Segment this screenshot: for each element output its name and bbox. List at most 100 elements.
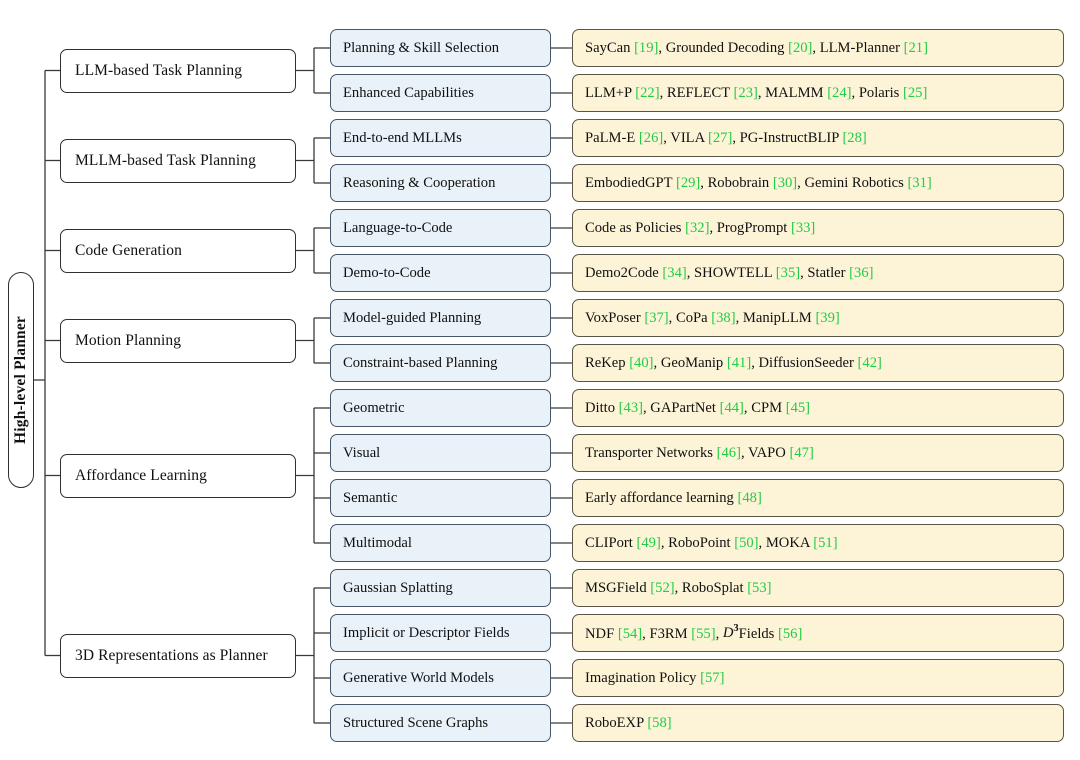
citation-ref[interactable]: [51] bbox=[813, 534, 838, 551]
citation-ref[interactable]: [21] bbox=[903, 39, 928, 56]
branch-node-mllm-based-task-planning[interactable]: MLLM-based Task Planning bbox=[60, 138, 296, 183]
citation-ref[interactable]: [35] bbox=[775, 264, 801, 281]
category-node-semantic[interactable]: Semantic bbox=[330, 479, 551, 517]
methods-node-model-guided-planning[interactable]: VoxPoser [37], CoPa [38], ManipLLM [39] bbox=[572, 299, 1064, 337]
category-node-planning-skill-selection[interactable]: Planning & Skill Selection bbox=[330, 29, 551, 67]
citation-ref[interactable]: [42] bbox=[857, 354, 882, 371]
methods-node-semantic[interactable]: Early affordance learning [48] bbox=[572, 479, 1064, 517]
methods-node-constraint-based-planning[interactable]: ReKep [40], GeoManip [41], DiffusionSeed… bbox=[572, 344, 1064, 382]
citation-ref[interactable]: [58] bbox=[647, 714, 672, 731]
citation-ref[interactable]: [24] bbox=[827, 84, 852, 101]
methods-node-label: Early affordance learning [48] bbox=[585, 489, 762, 506]
methods-node-label: Transporter Networks [46], VAPO [47] bbox=[585, 444, 814, 461]
citation-ref[interactable]: [30] bbox=[772, 174, 798, 191]
methods-node-language-to-code[interactable]: Code as Policies [32], ProgPrompt [33] bbox=[572, 209, 1064, 247]
citation-ref[interactable]: [54] bbox=[617, 625, 643, 642]
branch-node-affordance-learning[interactable]: Affordance Learning bbox=[60, 453, 296, 498]
citation-ref[interactable]: [22] bbox=[635, 84, 660, 101]
category-node-structured-scene-graphs[interactable]: Structured Scene Graphs bbox=[330, 704, 551, 742]
citation-ref[interactable]: [25] bbox=[903, 84, 928, 101]
citation-ref[interactable]: [28] bbox=[842, 129, 867, 146]
methods-node-enhanced-capabilities[interactable]: LLM+P [22], REFLECT [23], MALMM [24], Po… bbox=[572, 74, 1064, 112]
citation-ref[interactable]: [20] bbox=[788, 39, 813, 56]
citation-ref[interactable]: [39] bbox=[815, 309, 840, 326]
category-node-gaussian-splatting[interactable]: Gaussian Splatting bbox=[330, 569, 551, 607]
category-node-label: Geometric bbox=[343, 399, 405, 416]
category-node-label: Structured Scene Graphs bbox=[343, 714, 489, 731]
category-node-generative-world-models[interactable]: Generative World Models bbox=[330, 659, 551, 697]
branch-node-label: 3D Representations as Planner bbox=[75, 646, 268, 664]
category-node-label: Demo-to-Code bbox=[343, 264, 431, 281]
methods-node-visual[interactable]: Transporter Networks [46], VAPO [47] bbox=[572, 434, 1064, 472]
category-node-label: End-to-end MLLMs bbox=[343, 129, 462, 146]
methods-node-multimodal[interactable]: CLIPort [49], RoboPoint [50], MOKA [51] bbox=[572, 524, 1064, 562]
branch-node-code-generation[interactable]: Code Generation bbox=[60, 228, 296, 273]
branch-node-3d-representations-as-planner[interactable]: 3D Representations as Planner bbox=[60, 633, 296, 678]
citation-ref[interactable]: [31] bbox=[907, 174, 932, 191]
citation-ref[interactable]: [23] bbox=[733, 84, 758, 101]
methods-node-label: CLIPort [49], RoboPoint [50], MOKA [51] bbox=[585, 534, 838, 551]
branch-node-llm-based-task-planning[interactable]: LLM-based Task Planning bbox=[60, 48, 296, 93]
methods-node-end-to-end-mllms[interactable]: PaLM-E [26], VILA [27], PG-InstructBLIP … bbox=[572, 119, 1064, 157]
methods-node-reasoning-cooperation[interactable]: EmbodiedGPT [29], Robobrain [30], Gemini… bbox=[572, 164, 1064, 202]
methods-node-generative-world-models[interactable]: Imagination Policy [57] bbox=[572, 659, 1064, 697]
citation-ref[interactable]: [32] bbox=[685, 219, 710, 236]
category-node-constraint-based-planning[interactable]: Constraint-based Planning bbox=[330, 344, 551, 382]
category-node-model-guided-planning[interactable]: Model-guided Planning bbox=[330, 299, 551, 337]
methods-node-geometric[interactable]: Ditto [43], GAPartNet [44], CPM [45] bbox=[572, 389, 1064, 427]
citation-ref[interactable]: [57] bbox=[700, 669, 725, 686]
methods-node-implicit-or-descriptor-fields[interactable]: NDF [54], F3RM [55], D3Fields [56] bbox=[572, 614, 1064, 652]
root-node-high-level-planner[interactable]: High-level Planner bbox=[8, 272, 34, 488]
branch-node-label: LLM-based Task Planning bbox=[75, 61, 243, 79]
methods-node-label: PaLM-E [26], VILA [27], PG-InstructBLIP … bbox=[585, 129, 867, 146]
citation-ref[interactable]: [19] bbox=[634, 39, 659, 56]
category-node-end-to-end-mllms[interactable]: End-to-end MLLMs bbox=[330, 119, 551, 157]
citation-ref[interactable]: [40] bbox=[629, 354, 654, 371]
methods-node-demo-to-code[interactable]: Demo2Code [34], SHOWTELL [35], Statler [… bbox=[572, 254, 1064, 292]
category-node-reasoning-cooperation[interactable]: Reasoning & Cooperation bbox=[330, 164, 551, 202]
citation-ref[interactable]: [26] bbox=[638, 129, 664, 146]
citation-ref[interactable]: [36] bbox=[849, 264, 874, 281]
citation-ref[interactable]: [44] bbox=[719, 399, 744, 416]
citation-ref[interactable]: [47] bbox=[789, 444, 814, 461]
citation-ref[interactable]: [38] bbox=[711, 309, 736, 326]
category-node-label: Reasoning & Cooperation bbox=[343, 174, 496, 191]
category-node-label: Semantic bbox=[343, 489, 398, 506]
branch-node-motion-planning[interactable]: Motion Planning bbox=[60, 318, 296, 363]
category-node-geometric[interactable]: Geometric bbox=[330, 389, 551, 427]
methods-node-label: ReKep [40], GeoManip [41], DiffusionSeed… bbox=[585, 354, 882, 371]
citation-ref[interactable]: [56] bbox=[778, 625, 803, 642]
citation-ref[interactable]: [37] bbox=[644, 309, 669, 326]
math-variable: D3 bbox=[722, 623, 739, 642]
citation-ref[interactable]: [46] bbox=[716, 444, 741, 461]
citation-ref[interactable]: [48] bbox=[737, 489, 762, 506]
methods-node-gaussian-splatting[interactable]: MSGField [52], RoboSplat [53] bbox=[572, 569, 1064, 607]
category-node-multimodal[interactable]: Multimodal bbox=[330, 524, 551, 562]
category-node-label: Constraint-based Planning bbox=[343, 354, 498, 371]
category-node-label: Visual bbox=[343, 444, 381, 461]
citation-ref[interactable]: [49] bbox=[636, 534, 661, 551]
citation-ref[interactable]: [53] bbox=[747, 579, 772, 596]
citation-ref[interactable]: [41] bbox=[726, 354, 752, 371]
methods-node-structured-scene-graphs[interactable]: RoboEXP [58] bbox=[572, 704, 1064, 742]
citation-ref[interactable]: [55] bbox=[691, 625, 716, 642]
methods-node-label: LLM+P [22], REFLECT [23], MALMM [24], Po… bbox=[585, 84, 928, 101]
citation-ref[interactable]: [33] bbox=[790, 219, 816, 236]
methods-node-label: Ditto [43], GAPartNet [44], CPM [45] bbox=[585, 399, 811, 416]
citation-ref[interactable]: [27] bbox=[707, 129, 733, 146]
category-node-visual[interactable]: Visual bbox=[330, 434, 551, 472]
citation-ref[interactable]: [29] bbox=[675, 174, 701, 191]
category-node-implicit-or-descriptor-fields[interactable]: Implicit or Descriptor Fields bbox=[330, 614, 551, 652]
category-node-label: Implicit or Descriptor Fields bbox=[343, 624, 510, 641]
category-node-demo-to-code[interactable]: Demo-to-Code bbox=[330, 254, 551, 292]
citation-ref[interactable]: [50] bbox=[734, 534, 759, 551]
category-node-label: Gaussian Splatting bbox=[343, 579, 453, 596]
citation-ref[interactable]: [34] bbox=[662, 264, 687, 281]
methods-node-planning-skill-selection[interactable]: SayCan [19], Grounded Decoding [20], LLM… bbox=[572, 29, 1064, 67]
citation-ref[interactable]: [52] bbox=[650, 579, 675, 596]
category-node-language-to-code[interactable]: Language-to-Code bbox=[330, 209, 551, 247]
category-node-enhanced-capabilities[interactable]: Enhanced Capabilities bbox=[330, 74, 551, 112]
citation-ref[interactable]: [43] bbox=[618, 399, 643, 416]
branch-node-label: Motion Planning bbox=[75, 331, 182, 349]
citation-ref[interactable]: [45] bbox=[785, 399, 811, 416]
